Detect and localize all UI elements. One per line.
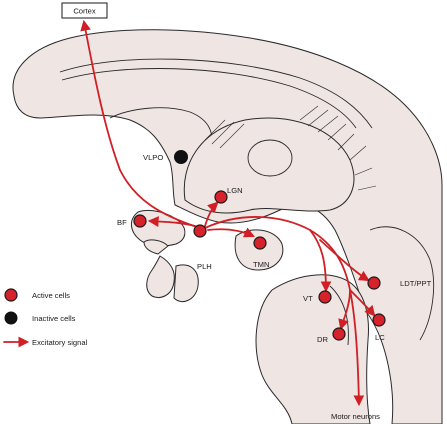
path-to-vt xyxy=(309,229,332,293)
vt-cell xyxy=(318,290,332,304)
red-circle-icon xyxy=(4,288,18,302)
vlpo-label: VLPO xyxy=(143,153,163,162)
ldt-ppt-label: LDT/PPT xyxy=(400,279,432,288)
path-to-lgn xyxy=(204,201,219,227)
motor-neurons-label: Motor neurons xyxy=(331,412,380,421)
lgn-label: LGN xyxy=(227,186,243,195)
legend-excitatory: Excitatory signal xyxy=(3,336,88,348)
cortex-box: Cortex xyxy=(61,2,108,19)
brain-outline xyxy=(12,29,443,424)
legend: Active cells Inactive cells Excitatory s… xyxy=(3,288,88,348)
lgn-cell xyxy=(214,190,228,204)
legend-excitatory-label: Excitatory signal xyxy=(32,338,88,347)
plh-label: PLH xyxy=(197,262,212,271)
lc-label: LC xyxy=(375,333,385,342)
legend-active-label: Active cells xyxy=(32,291,70,300)
plh-cell xyxy=(193,224,207,238)
tmn-label: TMN xyxy=(253,260,269,269)
dr-cell xyxy=(332,327,346,341)
lc-cell xyxy=(372,313,386,327)
ldt-ppt-cell xyxy=(367,276,381,290)
path-to-motor-neurons xyxy=(349,289,365,407)
dr-label: DR xyxy=(317,335,328,344)
black-circle-icon xyxy=(4,311,18,325)
fornix-hatching xyxy=(204,105,377,191)
legend-active: Active cells xyxy=(4,288,70,302)
vt-label: VT xyxy=(303,294,313,303)
excitatory-pathways xyxy=(80,19,376,407)
nucleus-labels: VLPO LGN BF PLH TMN LDT/PPT VT DR LC Mot… xyxy=(117,153,432,421)
path-to-tmn xyxy=(207,227,255,238)
path-to-ldt xyxy=(319,239,370,282)
legend-inactive: Inactive cells xyxy=(4,311,76,325)
bf-label: BF xyxy=(117,218,127,227)
vlpo-cell xyxy=(174,150,188,164)
cells xyxy=(133,150,386,341)
tmn-cell xyxy=(253,236,267,250)
cortex-label: Cortex xyxy=(73,7,96,16)
path-to-cortex xyxy=(80,19,201,229)
bf-cell xyxy=(133,214,147,228)
legend-inactive-label: Inactive cells xyxy=(32,314,76,323)
path-to-bf xyxy=(147,216,196,227)
path-to-lc xyxy=(349,289,376,317)
